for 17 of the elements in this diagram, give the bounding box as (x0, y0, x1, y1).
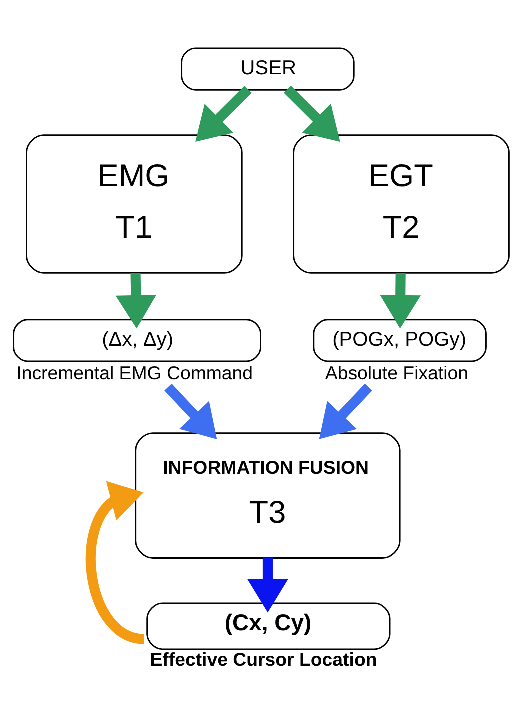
node-box: (Δx, Δy) (13, 319, 262, 362)
node-label: Effective Cursor Location (150, 648, 378, 670)
node-box: EMG T1 (26, 134, 243, 274)
node-box: (Cx, Cy) (146, 602, 391, 650)
node-box: (POGx, POGy) (313, 319, 487, 362)
arrow (248, 558, 288, 613)
node-label: Absolute Fixation (325, 362, 469, 384)
arrow (319, 384, 372, 440)
arrow (164, 384, 218, 440)
node-box: EGT T2 (293, 134, 510, 274)
node-box: USER (181, 48, 355, 91)
arrow (196, 86, 252, 142)
node-label: Incremental EMG Command (16, 362, 254, 384)
arrow (380, 273, 422, 329)
arrow (284, 86, 340, 142)
arrow (116, 273, 157, 329)
node-box: INFORMATION FUSION T3 (135, 432, 401, 559)
